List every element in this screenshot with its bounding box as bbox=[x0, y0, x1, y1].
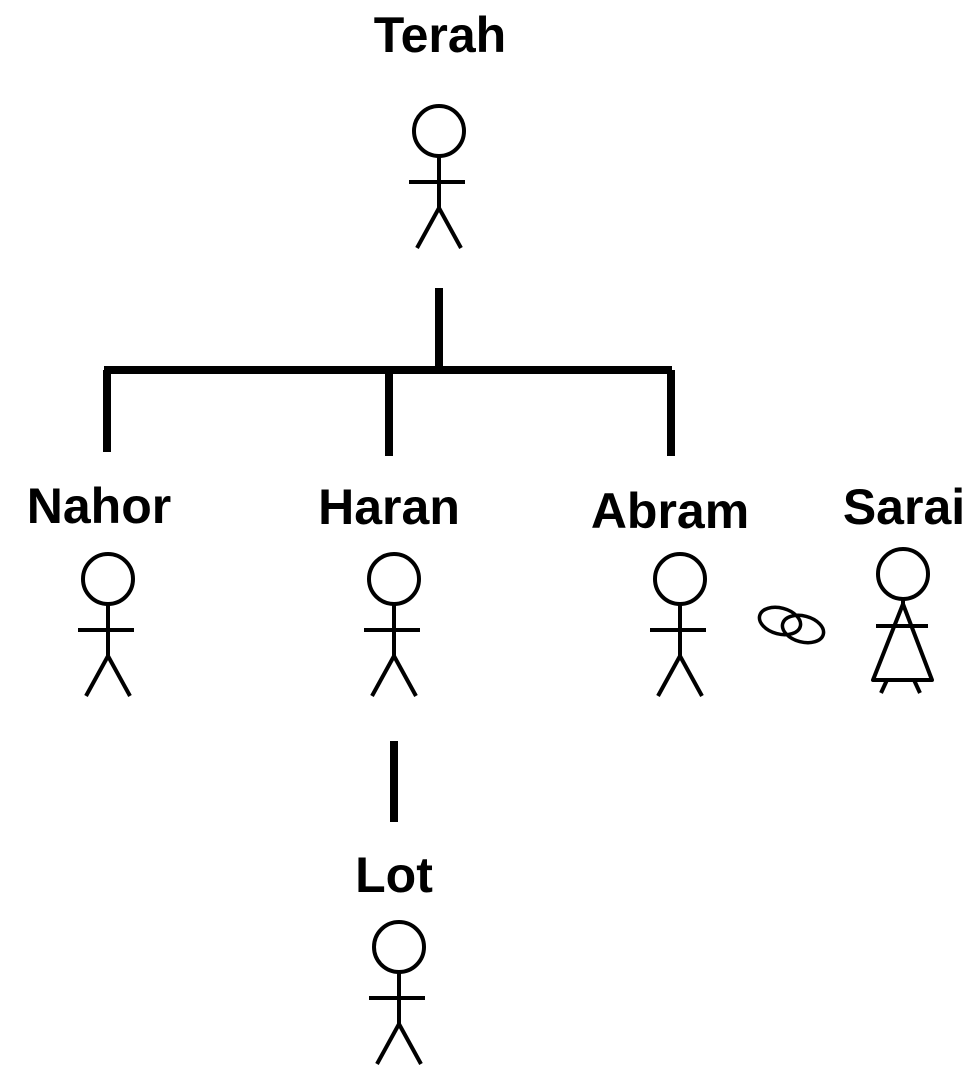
nahor-figure-icon bbox=[78, 552, 135, 697]
abram-figure-icon bbox=[650, 552, 707, 697]
abram-name-label: Abram bbox=[590, 483, 750, 539]
haran-figure-icon bbox=[364, 552, 421, 697]
wedding-rings-icon bbox=[757, 605, 826, 645]
terah-name-label: Terah bbox=[373, 7, 507, 63]
haran-name-label: Haran bbox=[318, 479, 460, 535]
sarai-figure-icon bbox=[871, 547, 934, 694]
lot-name-label: Lot bbox=[355, 847, 433, 903]
sarai-name-label: Sarai bbox=[842, 479, 966, 535]
terah-children-connector bbox=[103, 288, 675, 456]
nahor-name-label: Nahor bbox=[26, 478, 172, 534]
lot-figure-icon bbox=[369, 920, 426, 1065]
terah-figure-icon bbox=[409, 104, 466, 249]
